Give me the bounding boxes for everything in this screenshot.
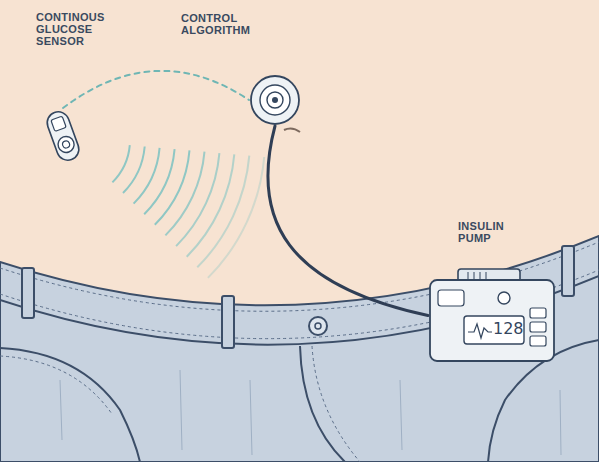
jeans (0, 236, 599, 462)
fly (300, 346, 345, 462)
glucose-sensor: CONTINOUS GLUCOSE SENSOR (42, 108, 84, 163)
denim-texture (60, 370, 561, 455)
wireless-waves (112, 145, 264, 278)
pocket (0, 348, 140, 462)
fly-stitching (312, 346, 360, 462)
screen-reading: 128 (493, 320, 524, 338)
navel (284, 128, 300, 132)
device-label: INSULIN PUMP (458, 220, 528, 244)
control-unit-shape (249, 74, 301, 126)
glucose-sensor-shape (42, 108, 84, 163)
button (309, 317, 327, 335)
stitching (0, 242, 599, 311)
button (315, 323, 321, 329)
control-unit: CONTROL ALGORITHM (249, 74, 301, 126)
device-label: CONTINOUS GLUCOSE SENSOR (36, 11, 108, 47)
insulin-tube (268, 126, 428, 316)
pocket-stitching (0, 356, 112, 414)
data-link (63, 71, 249, 108)
device-label: CONTROL ALGORITHM (181, 12, 261, 36)
insulin-pump-shape (428, 268, 556, 363)
insulin-pump: INSULIN PUMP128 (428, 268, 556, 363)
